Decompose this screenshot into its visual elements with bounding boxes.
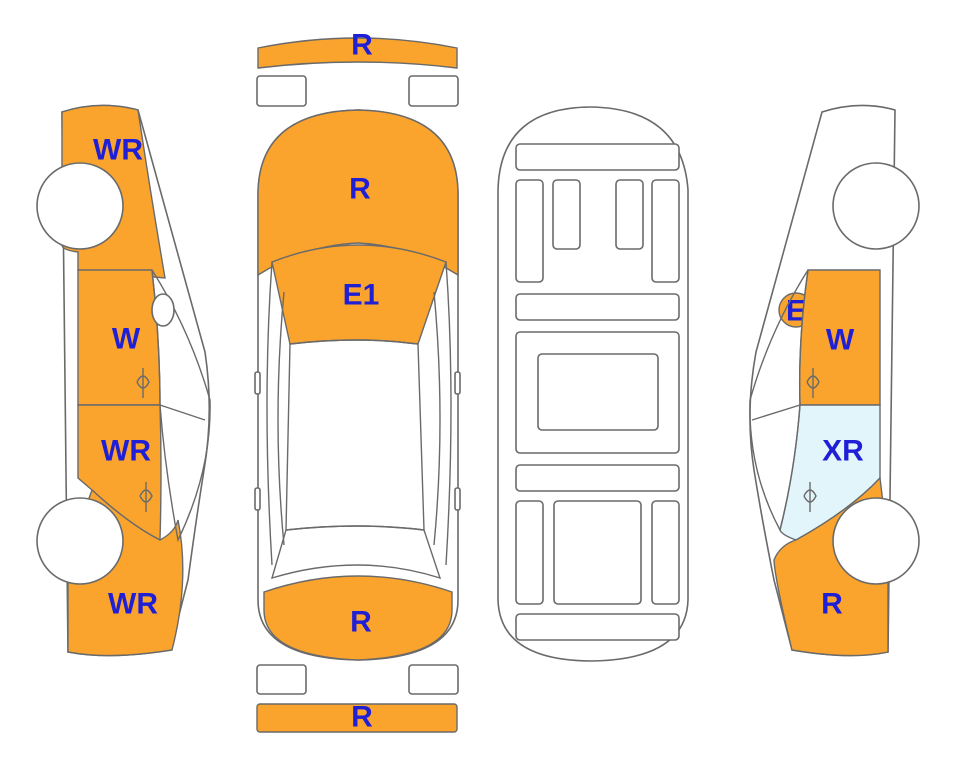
right-front-door-label: W <box>826 324 855 357</box>
left-mirror <box>151 293 175 327</box>
trunk-panel[interactable] <box>263 575 453 661</box>
left-front-fender-label: WR <box>93 134 143 167</box>
trunk-label: R <box>350 606 372 639</box>
floor-center <box>537 353 659 431</box>
front-right-rail <box>651 179 680 283</box>
right-rear-quarter-label: R <box>821 588 843 621</box>
right-taillight <box>408 664 459 695</box>
right-rear-handle <box>803 482 817 512</box>
rear-right-rail <box>651 500 680 605</box>
right-mirror-top <box>454 371 461 395</box>
right-handle-top <box>454 487 461 511</box>
right-door-line <box>751 404 801 421</box>
right-glass-outline <box>749 269 809 532</box>
left-side-glass-line <box>266 261 285 566</box>
right-front-handle <box>806 368 820 398</box>
left-rear-quarter-label: WR <box>108 588 158 621</box>
left-glass-outline <box>151 269 211 543</box>
right-rear-wheel <box>832 497 920 585</box>
mid-rear-crossmember <box>515 464 680 492</box>
left-rear-door-label: WR <box>101 435 151 468</box>
front-left-mount <box>552 179 581 250</box>
windshield-label: E1 <box>343 279 380 312</box>
rear-left-rail <box>515 500 544 605</box>
left-handle-top <box>254 487 261 511</box>
front-crossmember <box>515 143 680 171</box>
front-bumper-label: R <box>351 29 373 62</box>
front-bumper-panel[interactable] <box>257 37 458 69</box>
right-side-glass-line <box>433 261 452 566</box>
rear-bumper-panel[interactable] <box>256 703 458 733</box>
right-rear-door-label: XR <box>822 435 864 468</box>
left-front-door-label: W <box>112 323 141 356</box>
left-side-view: WR W WR WR <box>36 104 211 657</box>
left-headlight <box>256 75 307 107</box>
right-side-view: E W XR R <box>749 104 920 657</box>
right-mirror-label: E <box>786 295 806 328</box>
left-front-wheel <box>36 162 124 250</box>
underside-view <box>497 106 689 662</box>
rear-center-pan <box>553 500 642 605</box>
left-mirror-top <box>254 371 261 395</box>
front-right-mount <box>615 179 644 250</box>
rear-bumper-label: R <box>351 701 373 734</box>
front-left-rail <box>515 179 544 283</box>
left-door-line <box>159 404 206 421</box>
hood-label: R <box>349 173 371 206</box>
right-front-wheel <box>832 162 920 250</box>
rear-crossmember <box>515 613 680 641</box>
rear-window <box>270 525 442 580</box>
left-front-handle <box>136 368 150 398</box>
right-headlight <box>408 75 459 107</box>
left-rear-wheel <box>36 497 124 585</box>
left-taillight <box>256 664 307 695</box>
left-rear-handle <box>139 482 153 512</box>
top-view: R R E1 R R <box>254 29 461 734</box>
mid-front-crossmember <box>515 293 680 321</box>
